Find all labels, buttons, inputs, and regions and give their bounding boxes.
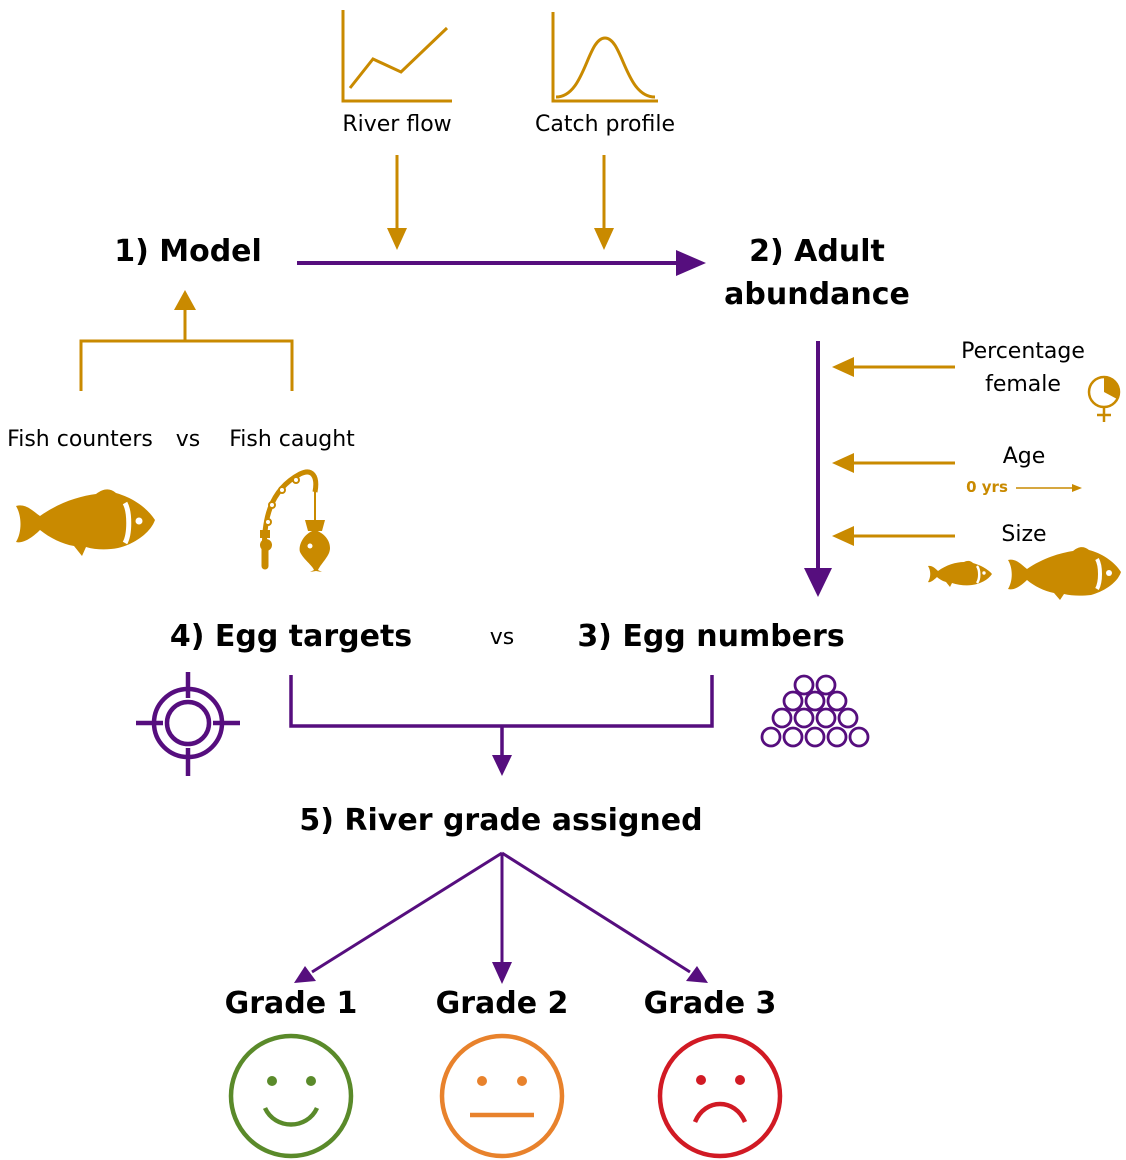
female-symbol-pie-icon: [1087, 375, 1121, 422]
bell-curve-icon: [551, 12, 658, 103]
large-fish-icon: [1008, 547, 1121, 600]
step-adult-title-line1: 2) Adult: [749, 234, 885, 269]
age-label: Age: [1002, 444, 1046, 469]
data-sources-vs-label: vs: [175, 427, 201, 452]
step-adult-title-line2: abundance: [724, 277, 910, 312]
grade-3-label: Grade 3: [643, 986, 777, 1021]
fish-caught-label: Fish caught: [229, 427, 355, 452]
target-icon: [136, 672, 240, 776]
age-scale-label: 0 yrs: [966, 478, 1008, 496]
data-source-bracket: [79, 290, 294, 391]
abundance-to-eggs-arrow: [804, 341, 832, 597]
grade-arrows: [294, 851, 708, 984]
small-fish-icon: [928, 560, 992, 587]
river-flow-label: River flow: [342, 112, 452, 137]
catch-profile-label: Catch profile: [535, 112, 675, 137]
neutral-face-icon: [439, 1033, 565, 1159]
grade-1-label: Grade 1: [224, 986, 358, 1021]
sad-face-icon: [657, 1033, 783, 1159]
fish-icon: [16, 489, 155, 556]
grade-2-label: Grade 2: [435, 986, 569, 1021]
step-model-title: 1) Model: [114, 234, 262, 269]
egg-vs-label: vs: [489, 625, 515, 650]
eggs-pyramid-icon: [760, 674, 870, 748]
eggs-to-grade-bracket: [289, 675, 714, 776]
step-egg-targets-title: 4) Egg targets: [169, 619, 413, 654]
percentage-female-line2: female: [985, 372, 1061, 397]
size-label: Size: [1001, 522, 1047, 547]
input-arrows: [387, 155, 614, 250]
step-river-grade-title: 5) River grade assigned: [299, 803, 703, 838]
line-chart-icon: [341, 10, 452, 103]
happy-face-icon: [228, 1033, 354, 1159]
step-egg-numbers-title: 3) Egg numbers: [577, 619, 845, 654]
fish-counters-label: Fish counters: [7, 427, 153, 452]
model-to-abundance-arrow: [297, 250, 706, 276]
age-scale-arrow: [1016, 484, 1082, 492]
fishing-rod-icon: [260, 469, 330, 572]
factor-arrows: [832, 357, 955, 546]
percentage-female-line1: Percentage: [961, 339, 1085, 364]
